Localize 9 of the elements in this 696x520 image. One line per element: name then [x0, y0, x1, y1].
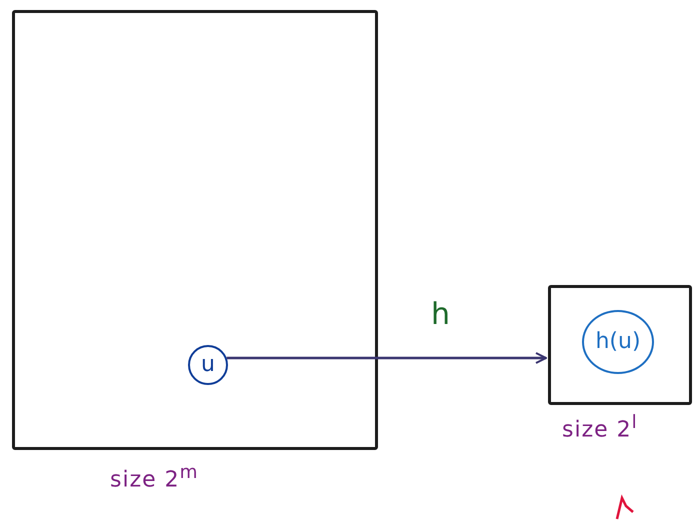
set-box [548, 285, 692, 405]
element-label: h(u) [595, 331, 641, 353]
arrow [226, 352, 547, 364]
circled-element [582, 310, 654, 374]
element-label: u [201, 354, 215, 376]
size-label: size 2$^{m}$ [110, 462, 199, 492]
set-box [12, 10, 378, 450]
circled-element [188, 345, 228, 385]
size-label: size 2$^{l}$ [562, 412, 638, 442]
